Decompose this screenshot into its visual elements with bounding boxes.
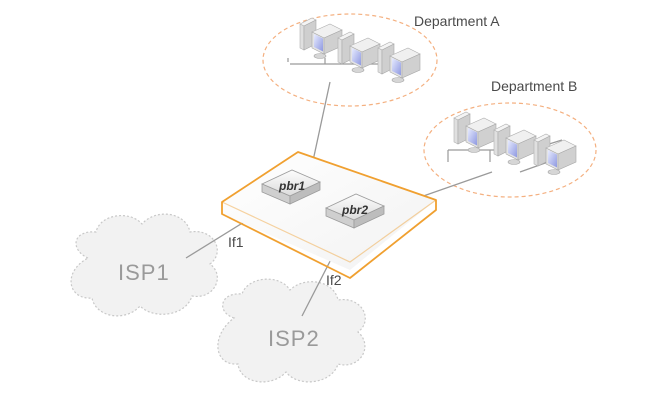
department-b-pc-2 bbox=[493, 123, 537, 165]
department-b-outline bbox=[423, 102, 597, 198]
router-pbr2: pbr2 bbox=[325, 193, 385, 229]
department-b-label: Department B bbox=[491, 78, 577, 94]
isp2-label: ISP2 bbox=[268, 326, 320, 351]
department-a-group: Department A bbox=[262, 13, 500, 107]
department-b-pc-3 bbox=[533, 133, 577, 175]
router-pbr1: pbr1 bbox=[261, 169, 321, 205]
department-a-pc-1 bbox=[299, 17, 343, 59]
interface-if2-label: If2 bbox=[326, 272, 342, 288]
router-pbr2-label: pbr2 bbox=[341, 203, 368, 217]
department-a-pc-3 bbox=[377, 41, 421, 83]
department-a-outline bbox=[262, 13, 438, 107]
department-a-label: Department A bbox=[414, 13, 500, 29]
interface-if1-label: If1 bbox=[228, 234, 244, 250]
isp1-label: ISP1 bbox=[118, 260, 170, 285]
router-pbr1-label: pbr1 bbox=[278, 179, 305, 193]
department-b-pc-1 bbox=[453, 111, 497, 153]
department-a-pc-2 bbox=[337, 31, 381, 73]
isp1-cloud: ISP1 bbox=[70, 213, 218, 317]
department-b-group: Department B bbox=[423, 78, 597, 198]
isp2-cloud: ISP2 bbox=[217, 278, 366, 383]
